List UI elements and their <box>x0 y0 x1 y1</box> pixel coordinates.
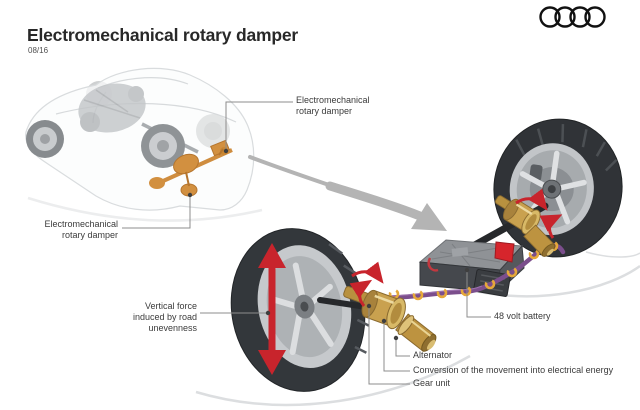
rotation-arrows <box>349 188 563 307</box>
label-damper-side: Electromechanical rotary damper <box>44 219 118 241</box>
right-wheel <box>493 118 623 258</box>
battery-terminal-cover <box>494 241 515 263</box>
leader-dots <box>187 148 470 341</box>
label-damper-top: Electromechanical rotary damper <box>296 95 370 117</box>
label-vertical-force: Vertical force induced by road unevennes… <box>133 301 197 334</box>
label-conversion: Conversion of the movement into electric… <box>413 365 614 375</box>
label-line: induced by road <box>132 312 197 322</box>
rear-damper-highlight <box>149 139 233 197</box>
label-battery: 48 volt battery <box>494 311 551 321</box>
alternator-part <box>395 313 437 352</box>
page-title: Electromechanical rotary damper <box>27 25 298 45</box>
engine-block <box>78 83 146 133</box>
left-wheel <box>230 228 370 392</box>
ghost-car-illustration <box>25 67 255 211</box>
label-line: Electromechanical <box>44 219 118 229</box>
label-line: unevenness <box>148 323 197 333</box>
zoom-arrow <box>248 155 447 231</box>
label-alternator: Alternator <box>413 350 453 360</box>
leader-lines <box>122 101 491 385</box>
rotary-damper-right <box>495 195 556 257</box>
date-code: 08/16 <box>28 46 49 55</box>
label-line: rotary damper <box>61 230 118 240</box>
label-line: Electromechanical <box>296 95 370 105</box>
label-line: Vertical force <box>144 301 197 311</box>
audi-rings-logo <box>539 6 606 28</box>
vertical-force-arrow <box>258 243 286 375</box>
label-line: rotary damper <box>296 106 353 116</box>
label-gear-unit: Gear unit <box>413 378 451 388</box>
red-wire <box>427 257 439 272</box>
